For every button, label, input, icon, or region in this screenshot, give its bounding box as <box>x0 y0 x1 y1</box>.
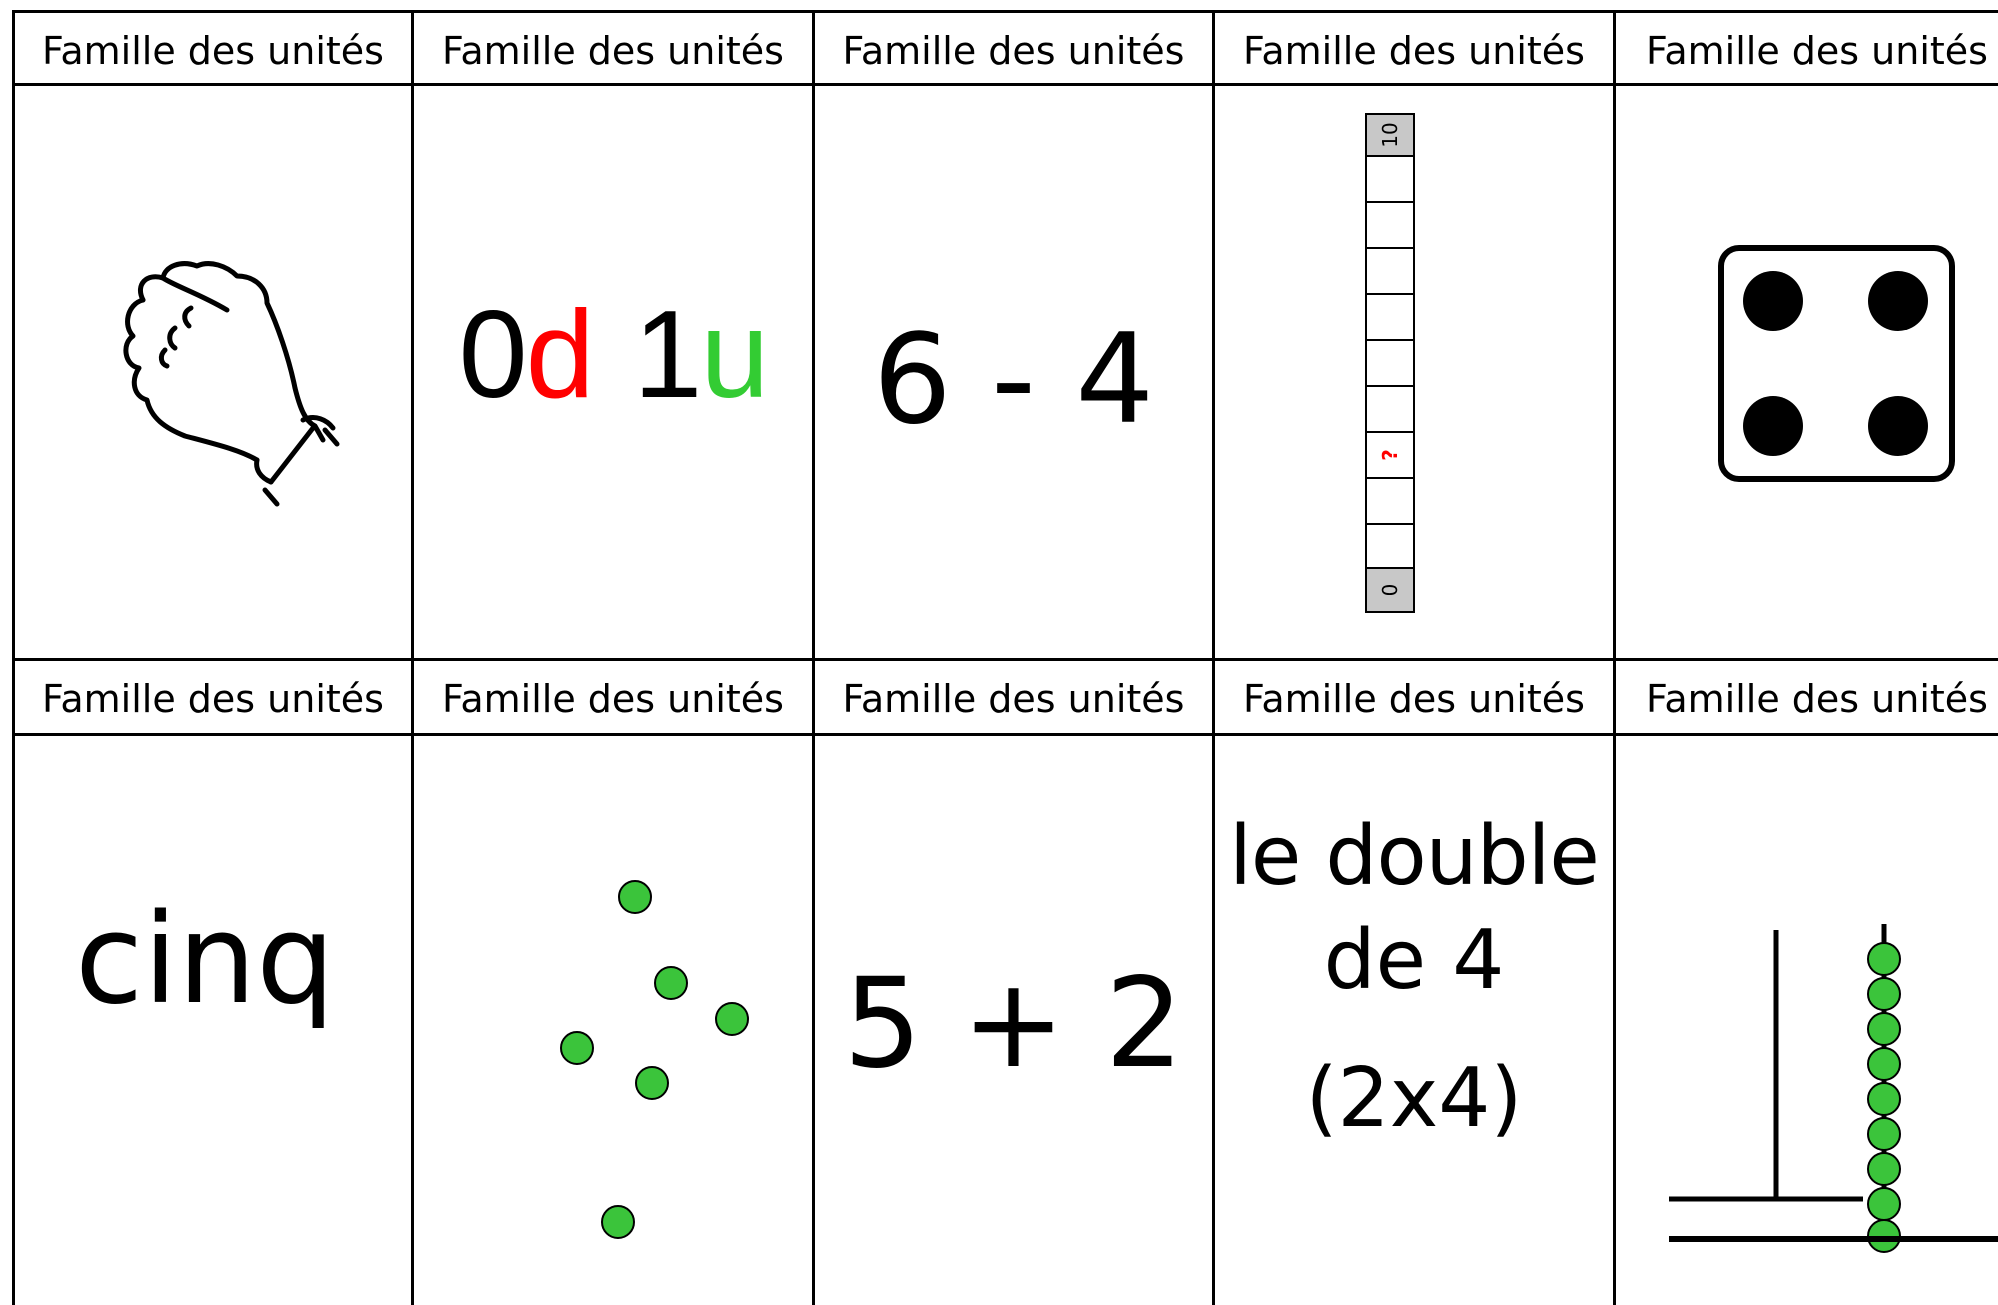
bead <box>1867 1187 1901 1221</box>
card-header: Famille des unités <box>1243 28 1585 73</box>
fist-hand-icon <box>123 261 340 507</box>
tens-unit-letter: d <box>525 286 595 424</box>
dot <box>715 1002 749 1036</box>
number-line-top-label: 10 <box>1378 122 1402 147</box>
card-body <box>1616 88 1998 658</box>
grid-line-header2-bottom <box>12 733 1998 736</box>
dot <box>654 966 688 1000</box>
grid-line-v2 <box>812 10 815 1305</box>
scattered-dots <box>560 880 749 1239</box>
card-scattered-dots: Famille des unités <box>414 661 812 1305</box>
card-body <box>414 736 812 1305</box>
card-header: Famille des unités <box>1646 28 1988 73</box>
dot <box>601 1205 635 1239</box>
card-header: Famille des unités <box>842 28 1185 73</box>
bead <box>1867 1152 1901 1186</box>
grid-line-header1-bottom <box>12 83 1998 86</box>
number-line-strip: 10 ? 0 <box>1365 113 1415 613</box>
card-header: Famille des unités <box>1243 676 1585 721</box>
subtraction-expression: 6 - 4 <box>872 308 1155 452</box>
bead <box>1867 1012 1901 1046</box>
card-header: Famille des unités <box>442 676 784 721</box>
bead <box>1867 977 1901 1011</box>
addition-expression: 5 + 2 <box>843 952 1184 1096</box>
card-abacus: Famille des unités <box>1616 661 1998 1305</box>
card-body <box>15 88 411 658</box>
grid-line-v4 <box>1613 10 1616 1305</box>
bead <box>1867 1117 1901 1151</box>
abacus-icon <box>1669 924 1998 1253</box>
grid-line-v1 <box>411 10 414 1305</box>
ones-digit: 1 <box>633 286 702 424</box>
card-header: Famille des unités <box>1646 676 1988 721</box>
card-header: Famille des unités <box>442 28 784 73</box>
ones-unit-letter: u <box>700 286 769 424</box>
dot <box>635 1066 669 1100</box>
tens-digit: 0 <box>458 286 528 424</box>
dot <box>618 880 652 914</box>
card-body: 0d 1u <box>414 88 812 658</box>
number-word: cinq <box>75 888 335 1032</box>
card-body: le double de 4 (2x4) <box>1215 736 1613 1305</box>
card-body: 5 + 2 <box>815 736 1212 1305</box>
card-header: Famille des unités <box>42 28 384 73</box>
number-line-marker: ? <box>1378 449 1402 461</box>
card-fist: Famille des unités <box>15 13 411 658</box>
grid-line-top <box>12 10 1998 13</box>
card-body: cinq <box>15 736 411 1305</box>
card-header: Famille des unités <box>842 676 1185 721</box>
card-header: Famille des unités <box>42 676 384 721</box>
card-addition: Famille des unités 5 + 2 <box>815 661 1212 1305</box>
card-decomposition: Famille des unités 0d 1u <box>414 13 812 658</box>
card-die: Famille des unités <box>1616 13 1998 658</box>
double-line-1: le double <box>1229 809 1600 904</box>
card-double: Famille des unités le double de 4 (2x4) <box>1215 661 1613 1305</box>
grid-line-v0 <box>12 10 15 1305</box>
decomposition-text: 0d 1u <box>414 293 812 417</box>
double-line-3: (2x4) <box>1305 1051 1523 1146</box>
card-body <box>1616 736 1998 1305</box>
double-line-2: de 4 <box>1323 913 1505 1008</box>
card-number-line: Famille des unités 10 ? 0 <box>1215 13 1613 658</box>
card-word: Famille des unités cinq <box>15 661 411 1305</box>
card-body: 10 ? 0 <box>1215 88 1613 658</box>
grid-line-v3 <box>1212 10 1215 1305</box>
card-body: 6 - 4 <box>815 88 1212 658</box>
die-four-icon <box>1718 245 1955 482</box>
bead <box>1867 942 1901 976</box>
dot <box>560 1031 594 1065</box>
number-line-bottom-label: 0 <box>1378 584 1402 597</box>
bead <box>1867 1047 1901 1081</box>
card-subtraction: Famille des unités 6 - 4 <box>815 13 1212 658</box>
grid-line-middle <box>12 658 1998 661</box>
bead <box>1867 1082 1901 1116</box>
